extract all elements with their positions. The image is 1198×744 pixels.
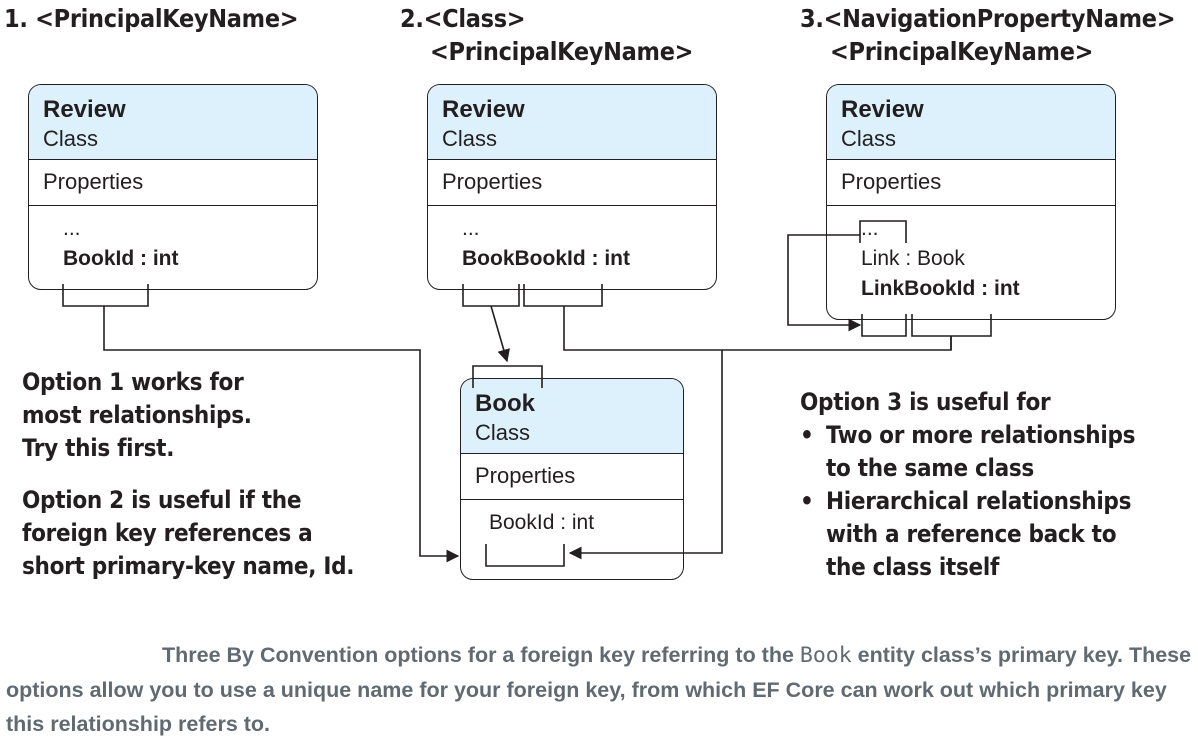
connector-option-2-class <box>490 305 510 363</box>
class-header: Book Class <box>461 379 683 454</box>
class-members: BookId : int <box>461 500 683 546</box>
bullet-text: Hierarchical relationships <box>826 487 1132 515</box>
class-members: ... BookId : int <box>29 206 317 282</box>
member-primary-key: BookId : int <box>489 511 595 534</box>
class-members: ... BookBookId : int <box>428 206 716 282</box>
note-bullet-2: • Hierarchical relationships <box>800 485 1135 518</box>
review-class-option-3: Review Class Properties ... Link : Book … <box>826 84 1116 320</box>
properties-label: Properties <box>827 160 1115 206</box>
heading-option-3-line2: <PrincipalKeyName> <box>830 37 1094 66</box>
review-class-option-2: Review Class Properties ... BookBookId :… <box>427 84 717 290</box>
class-name: Review <box>442 96 525 123</box>
bullet-text-continued: with a reference back to <box>826 520 1117 548</box>
class-header: Review Class <box>827 85 1115 160</box>
properties-label: Properties <box>29 160 317 206</box>
class-header: Review Class <box>29 85 317 160</box>
note-line: Try this first. <box>22 434 175 462</box>
class-header: Review Class <box>428 85 716 160</box>
heading-option-2-line2: <PrincipalKeyName> <box>430 37 694 66</box>
note-line: Option 2 is useful if the <box>22 486 302 514</box>
member-foreign-key: BookId : int <box>63 247 179 270</box>
class-kind: Class <box>43 126 99 151</box>
bullet-text: Two or more relationships <box>826 421 1136 449</box>
note-line: foreign key references a <box>22 519 313 547</box>
note-line: most relationships. <box>22 401 252 429</box>
heading-option-2: 2.<Class> <PrincipalKeyName> <box>400 2 694 68</box>
class-kind: Class <box>841 126 897 151</box>
heading-option-1-line1: 1. <PrincipalKeyName> <box>4 4 299 33</box>
class-name: Review <box>841 96 924 123</box>
member-navigation-property: Link : Book <box>861 247 965 270</box>
heading-option-1: 1. <PrincipalKeyName> <box>4 2 299 35</box>
heading-option-3-line1: 3.<NavigationPropertyName> <box>800 4 1176 33</box>
bullet-icon: • <box>800 421 814 449</box>
properties-label: Properties <box>461 454 683 500</box>
properties-label: Properties <box>428 160 716 206</box>
bullet-text-continued: the class itself <box>826 553 1000 581</box>
member-foreign-key: LinkBookId : int <box>861 277 1020 300</box>
caption-text-end: entity class’s primary key. These option… <box>6 643 1192 736</box>
note-line: Option 1 works for <box>22 368 244 396</box>
note-line: short primary-key name, Id. <box>22 552 355 580</box>
note-option-1: Option 1 works for most relationships. T… <box>22 366 252 465</box>
figure-caption: Three By Convention options for a foreig… <box>6 638 1192 741</box>
class-members: ... Link : Book LinkBookId : int <box>827 206 1115 312</box>
note-option-2: Option 2 is useful if the foreign key re… <box>22 484 354 583</box>
note-bullet-1: • Two or more relationships <box>800 419 1135 452</box>
member-ellipsis: ... <box>861 217 879 240</box>
heading-option-2-line1: 2.<Class> <box>400 4 526 33</box>
book-class: Book Class Properties BookId : int <box>460 378 684 580</box>
note-title: Option 3 is useful for <box>800 388 1051 416</box>
heading-option-3: 3.<NavigationPropertyName> <PrincipalKey… <box>800 2 1176 68</box>
member-foreign-key: BookBookId : int <box>462 247 630 270</box>
caption-text-start: Three By Convention options for a foreig… <box>162 643 800 667</box>
member-ellipsis: ... <box>462 217 480 240</box>
class-kind: Class <box>442 126 498 151</box>
member-ellipsis: ... <box>63 217 81 240</box>
class-name: Review <box>43 96 126 123</box>
class-name: Book <box>475 390 535 417</box>
bullet-icon: • <box>800 487 814 515</box>
bullet-text-continued: to the same class <box>826 454 1034 482</box>
review-class-option-1: Review Class Properties ... BookId : int <box>28 84 318 290</box>
note-option-3: Option 3 is useful for • Two or more rela… <box>800 386 1135 584</box>
class-kind: Class <box>475 420 531 445</box>
caption-code: Book <box>799 643 852 668</box>
